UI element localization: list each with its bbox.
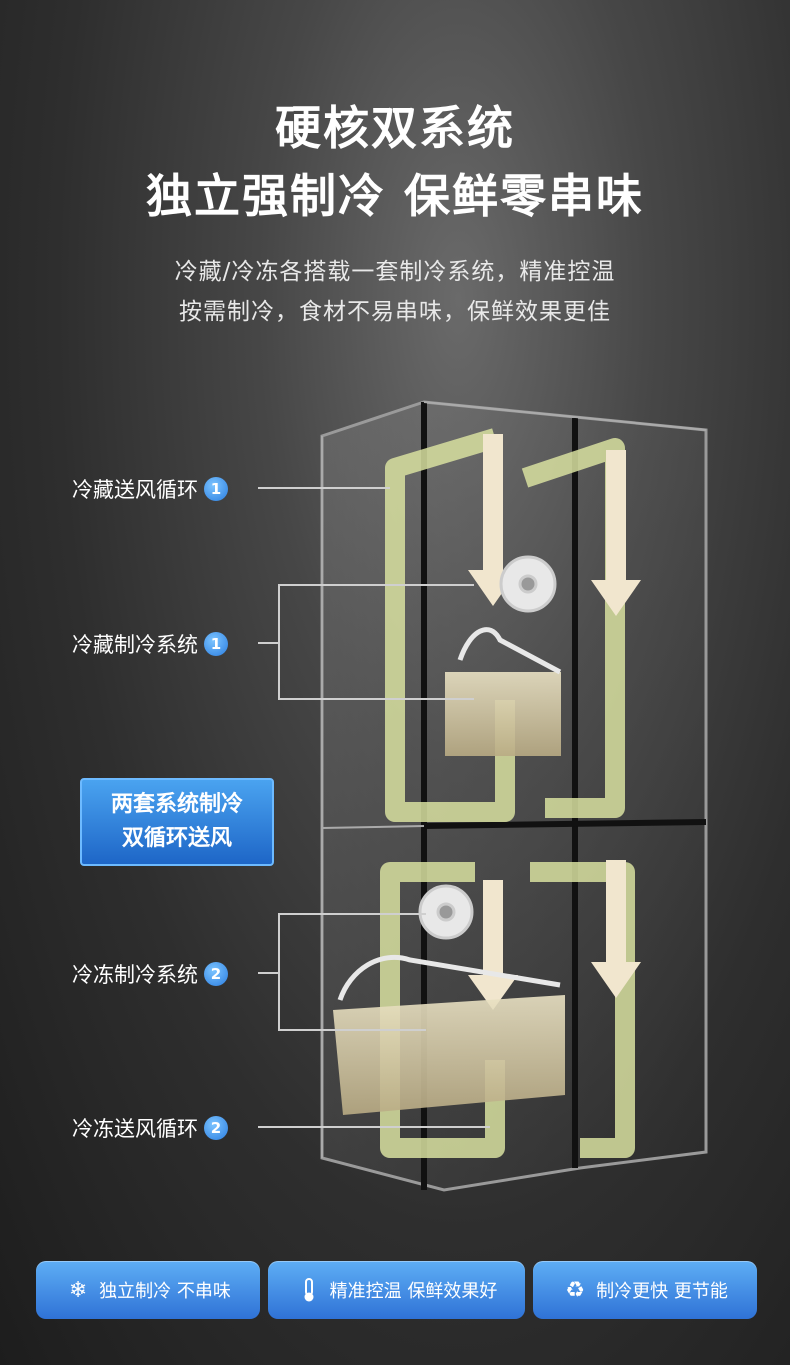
fridge-airflow-upper (385, 428, 625, 822)
badge-number: 1 (204, 632, 228, 656)
feature-independent-cooling: ❄ 独立制冷 不串味 (36, 1261, 260, 1319)
fridge-airflow-lower (380, 862, 635, 1158)
badge-number: 2 (204, 1116, 228, 1140)
subtitle-line-2: 按需制冷，食材不易串味，保鲜效果更佳 (179, 299, 611, 325)
thermometer-icon (296, 1277, 322, 1303)
headline-line-1: 硬核双系统 (275, 101, 515, 155)
connector-line (258, 1126, 490, 1128)
subtitle-line-1: 冷藏/冷冻各搭载一套制冷系统，精准控温 (174, 259, 616, 285)
badge-number: 2 (204, 962, 228, 986)
connector-line (258, 972, 278, 974)
feature-precise-temperature: 精准控温 保鲜效果好 (268, 1261, 525, 1319)
headline-line-2: 独立强制冷 保鲜零串味 (145, 169, 644, 223)
fridge-fan-upper (499, 555, 557, 613)
connector-bracket (278, 913, 426, 1031)
label-fridge-cooling-system: 冷藏制冷系统 1 (72, 629, 228, 659)
feature-fast-energy-saving: ♻ 制冷更快 更节能 (533, 1261, 757, 1319)
label-fridge-airflow: 冷藏送风循环 1 (72, 474, 228, 504)
fridge-fan-lower (418, 884, 474, 940)
badge-number: 1 (204, 477, 228, 501)
recycle-icon: ♻ (565, 1277, 585, 1303)
dual-system-callout: 两套系统制冷 双循环送风 (80, 778, 274, 866)
label-freezer-airflow: 冷冻送风循环 2 (72, 1113, 228, 1143)
connector-bracket (278, 584, 474, 700)
connector-line (258, 642, 278, 644)
connector-line (258, 487, 390, 489)
fridge-evaporator-lower (333, 954, 565, 1115)
snowflake-icon: ❄ (68, 1277, 88, 1303)
fridge-evaporator-upper (445, 627, 562, 756)
label-freezer-cooling-system: 冷冻制冷系统 2 (72, 959, 228, 989)
